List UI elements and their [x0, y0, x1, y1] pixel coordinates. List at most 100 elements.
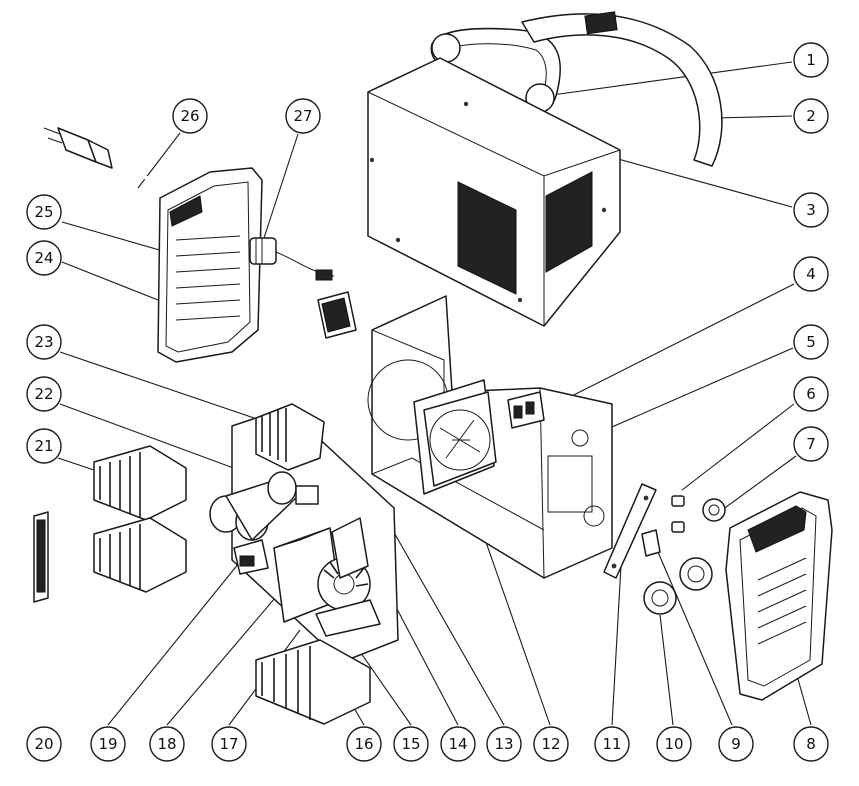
callout-circle [26, 324, 62, 360]
callout-21: 21 [26, 428, 62, 464]
callout-circle [26, 194, 62, 230]
callout-number: 17 [219, 735, 238, 753]
callout-number: 4 [806, 265, 816, 283]
rear-panel [157, 167, 263, 363]
callout-layer: 1234567891011121314151617181920212223242… [26, 42, 829, 762]
callout-number: 15 [401, 735, 420, 753]
callout-8: 8 [793, 726, 829, 762]
callout-number: 2 [806, 107, 816, 125]
callout-number: 26 [180, 107, 199, 125]
insulating-bushing [641, 529, 661, 557]
callout-number: 20 [34, 735, 53, 753]
callout-number: 11 [602, 735, 621, 753]
callout-10: 10 [656, 726, 692, 762]
cooling-fan [413, 379, 497, 495]
nut [702, 498, 726, 522]
callout-circle [533, 726, 569, 762]
callout-number: 10 [664, 735, 683, 753]
capacitors [209, 471, 319, 541]
callout-number: 13 [494, 735, 513, 753]
callout-number: 22 [34, 385, 53, 403]
callout-9: 9 [718, 726, 754, 762]
callout-number: 8 [806, 735, 816, 753]
callout-circle [26, 726, 62, 762]
callout-circle [26, 428, 62, 464]
heatsink-21-upper [93, 445, 187, 521]
callout-circle [26, 240, 62, 276]
thermal-sensor [507, 391, 545, 429]
callout-circle [172, 98, 208, 134]
callout-circle [793, 726, 829, 762]
callout-19: 19 [90, 726, 126, 762]
front-bracket [603, 483, 657, 579]
callout-circle [793, 324, 829, 360]
callout-circle [90, 726, 126, 762]
callout-11: 11 [594, 726, 630, 762]
callout-number: 3 [806, 201, 816, 219]
callout-number: 23 [34, 333, 53, 351]
callout-27: 27 [285, 98, 321, 134]
callout-22: 22 [26, 376, 62, 412]
callout-circle [346, 726, 382, 762]
callout-number: 19 [98, 735, 117, 753]
callout-24: 24 [26, 240, 62, 276]
pcb-shield [331, 517, 369, 579]
callout-circle [793, 376, 829, 412]
callout-number: 9 [731, 735, 741, 753]
callout-20: 20 [26, 726, 62, 762]
callout-5: 5 [793, 324, 829, 360]
callout-circle [393, 726, 429, 762]
callout-7: 7 [793, 426, 829, 462]
callout-number: 6 [806, 385, 816, 403]
callout-circle [486, 726, 522, 762]
callout-number: 18 [157, 735, 176, 753]
top-cover [367, 57, 621, 327]
callout-number: 1 [806, 51, 816, 69]
top-cover-vent-left [457, 181, 517, 295]
callout-26: 26 [172, 98, 208, 134]
callout-number: 25 [34, 203, 53, 221]
callout-number: 16 [354, 735, 373, 753]
callout-circle [793, 192, 829, 228]
heatsink-21-lower [93, 517, 187, 593]
callout-13: 13 [486, 726, 522, 762]
callout-number: 21 [34, 437, 53, 455]
diode-bracket [233, 539, 269, 575]
callout-23: 23 [26, 324, 62, 360]
screws [671, 495, 685, 533]
shoulder-strap [521, 11, 723, 167]
callout-6: 6 [793, 376, 829, 412]
heatsink-bottom [255, 639, 371, 725]
callout-number: 5 [806, 333, 816, 351]
output-sockets [643, 557, 713, 615]
callout-circle [793, 98, 829, 134]
callout-1: 1 [793, 42, 829, 78]
callout-12: 12 [533, 726, 569, 762]
callout-14: 14 [440, 726, 476, 762]
callout-circle [285, 98, 321, 134]
callout-17: 17 [211, 726, 247, 762]
power-switch [317, 291, 357, 339]
callout-circle [26, 376, 62, 412]
callout-number: 12 [541, 735, 560, 753]
callout-circle [718, 726, 754, 762]
callout-18: 18 [149, 726, 185, 762]
callout-number: 7 [806, 435, 816, 453]
callout-circle [793, 256, 829, 292]
callout-number: 24 [34, 249, 53, 267]
callout-16: 16 [346, 726, 382, 762]
cable-gland [249, 237, 335, 281]
callout-circle [211, 726, 247, 762]
callout-circle [440, 726, 476, 762]
callout-circle [793, 426, 829, 462]
callout-circle [594, 726, 630, 762]
callout-circle [793, 42, 829, 78]
callout-circle [149, 726, 185, 762]
callout-number: 14 [448, 735, 467, 753]
support-rail [33, 511, 49, 603]
callout-2: 2 [793, 98, 829, 134]
callout-15: 15 [393, 726, 429, 762]
heatsink-top [255, 403, 325, 471]
